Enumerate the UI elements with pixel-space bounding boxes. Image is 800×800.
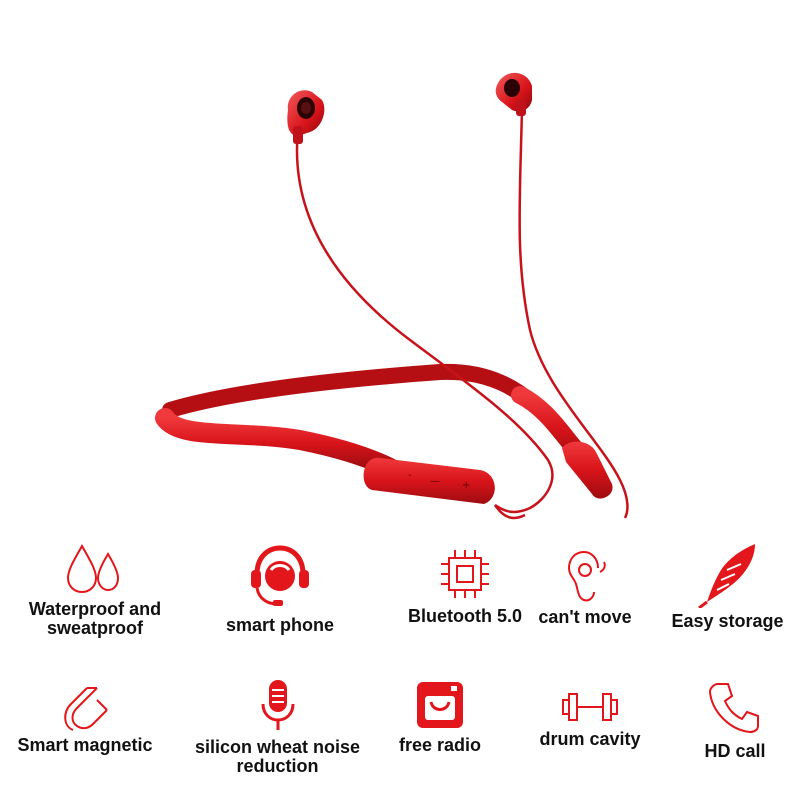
water-drops-icon: [66, 543, 120, 594]
feature-smart-phone: smart phone: [200, 540, 360, 635]
feature-hd-call: HD call: [680, 680, 790, 761]
chip-icon: [441, 550, 489, 598]
neckband-back: [162, 363, 548, 418]
feature-noise-reduction: silicon wheat noise reduction: [180, 676, 375, 776]
feature-label: Smart magnetic: [17, 735, 153, 755]
feature-label: Waterproof and sweatproof: [28, 599, 162, 638]
radio-icon: [417, 682, 463, 728]
feature-label: smart phone: [225, 615, 335, 635]
feature-label: can't move: [538, 607, 632, 627]
control-module-left: - — +: [363, 457, 495, 504]
feature-label: free radio: [398, 735, 482, 755]
remote-button-play: —: [430, 476, 440, 487]
remote-button-minus: -: [408, 470, 412, 481]
feature-bluetooth: Bluetooth 5.0: [370, 545, 560, 626]
battery-module-right: [562, 441, 613, 499]
feature-free-radio: free radio: [380, 680, 500, 755]
ear-icon: [567, 550, 606, 602]
magnet-icon: [64, 687, 108, 731]
feature-label: HD call: [704, 741, 766, 761]
phone-handset-icon: [708, 683, 759, 734]
cable-left: [295, 129, 554, 514]
cable-joint: [493, 504, 526, 520]
feature-label: Easy storage: [671, 611, 784, 631]
feature-waterproof: Waterproof and sweatproof: [10, 540, 180, 638]
feature-cant-move: can't move: [520, 548, 650, 627]
microphone-icon: [261, 680, 294, 730]
earbud-left: [287, 90, 325, 144]
dumbbell-icon: [562, 693, 618, 721]
neckband-left: [155, 408, 400, 478]
feature-drum-cavity: drum cavity: [520, 688, 660, 749]
earbud-right: [495, 72, 532, 116]
neckband-earphones-image: - — +: [155, 72, 629, 520]
feature-label: drum cavity: [539, 729, 641, 749]
headset-support-icon: [251, 545, 309, 606]
feature-easy-storage: Easy storage: [655, 540, 800, 631]
remote-button-plus: +: [462, 480, 470, 491]
feather-icon: [697, 544, 755, 608]
feature-label: silicon wheat noise reduction: [194, 737, 361, 776]
cable-right: [518, 107, 629, 519]
feature-magnetic: Smart magnetic: [5, 680, 165, 755]
feature-label: Bluetooth 5.0: [407, 606, 522, 626]
